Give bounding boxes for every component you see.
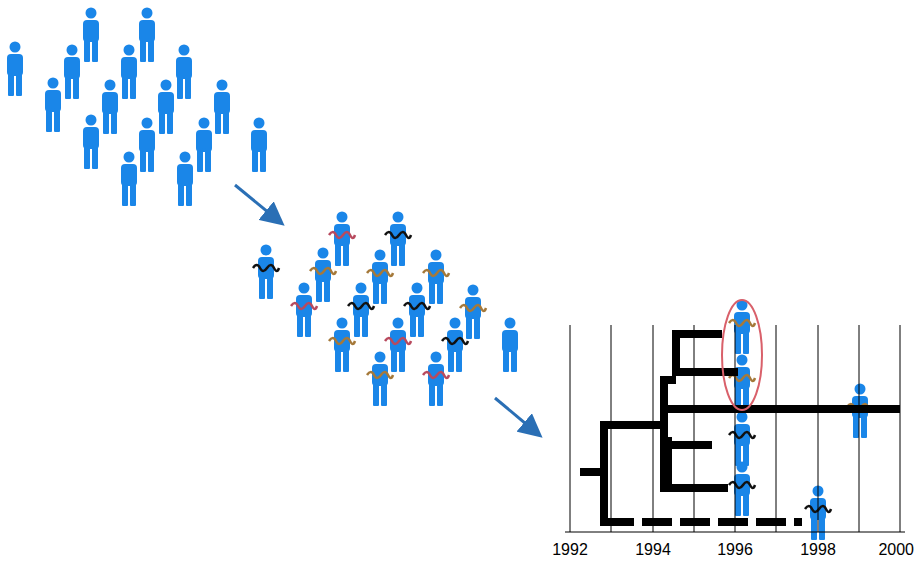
person-icon <box>315 248 331 303</box>
virus-strain-mark <box>460 305 486 311</box>
person-icon <box>296 283 312 338</box>
person-icon <box>176 45 192 100</box>
person-icon <box>390 318 406 373</box>
person-icon <box>177 152 193 207</box>
virus-strain-mark <box>348 303 374 309</box>
virus-strain-mark <box>385 232 411 238</box>
person-icon <box>139 118 155 173</box>
person-icon <box>734 355 750 410</box>
person-icon <box>734 462 750 517</box>
person-icon <box>447 318 463 373</box>
person-icon <box>64 45 80 100</box>
person-icon <box>121 152 137 207</box>
virus-strain-mark <box>729 432 755 438</box>
person-icon <box>465 285 481 340</box>
person-icon <box>45 78 61 133</box>
virus-strain-mark <box>367 270 393 276</box>
person-icon <box>734 412 750 467</box>
person-icon <box>390 212 406 267</box>
year-tick-label: 1994 <box>635 541 671 559</box>
person-icon <box>502 318 518 373</box>
time-grid <box>565 325 905 532</box>
person-icon <box>334 318 350 373</box>
year-tick-label: 1992 <box>552 541 588 559</box>
people-group <box>7 8 873 541</box>
person-icon <box>409 283 425 338</box>
virus-strain-mark <box>729 482 755 488</box>
year-tick-label: 1996 <box>717 541 753 559</box>
virus-strain-mark <box>442 338 468 344</box>
person-icon <box>7 42 23 97</box>
person-icon <box>353 283 369 338</box>
virus-strain-mark <box>253 265 279 271</box>
person-icon <box>258 245 274 300</box>
flow-arrow <box>495 398 538 434</box>
person-icon <box>196 118 212 173</box>
person-icon <box>428 352 444 407</box>
person-icon <box>121 45 137 100</box>
virus-strain-mark <box>423 372 449 378</box>
virus-strain-mark <box>329 232 355 238</box>
person-icon <box>372 352 388 407</box>
year-tick-label: 2000 <box>878 541 914 559</box>
person-icon <box>158 80 174 135</box>
virus-strain-mark <box>367 372 393 378</box>
year-tick-label: 1998 <box>800 541 836 559</box>
highlight-ellipse <box>722 300 762 410</box>
person-icon <box>83 8 99 63</box>
person-icon <box>214 80 230 135</box>
person-icon <box>372 250 388 305</box>
virus-strain-mark <box>291 303 317 309</box>
person-icon <box>251 118 267 173</box>
virus-strain-mark <box>423 270 449 276</box>
person-icon <box>83 115 99 170</box>
virus-strain-mark <box>404 303 430 309</box>
virus-strain-mark <box>729 320 755 326</box>
person-icon <box>102 80 118 135</box>
virus-strain-mark <box>310 268 336 274</box>
flow-arrow <box>235 185 280 222</box>
person-icon <box>428 250 444 305</box>
person-icon <box>139 8 155 63</box>
virus-strain-mark <box>385 338 411 344</box>
phylogenetic-tree <box>580 330 900 526</box>
virus-strain-mark <box>329 338 355 344</box>
person-icon <box>334 212 350 267</box>
person-icon <box>734 300 750 355</box>
